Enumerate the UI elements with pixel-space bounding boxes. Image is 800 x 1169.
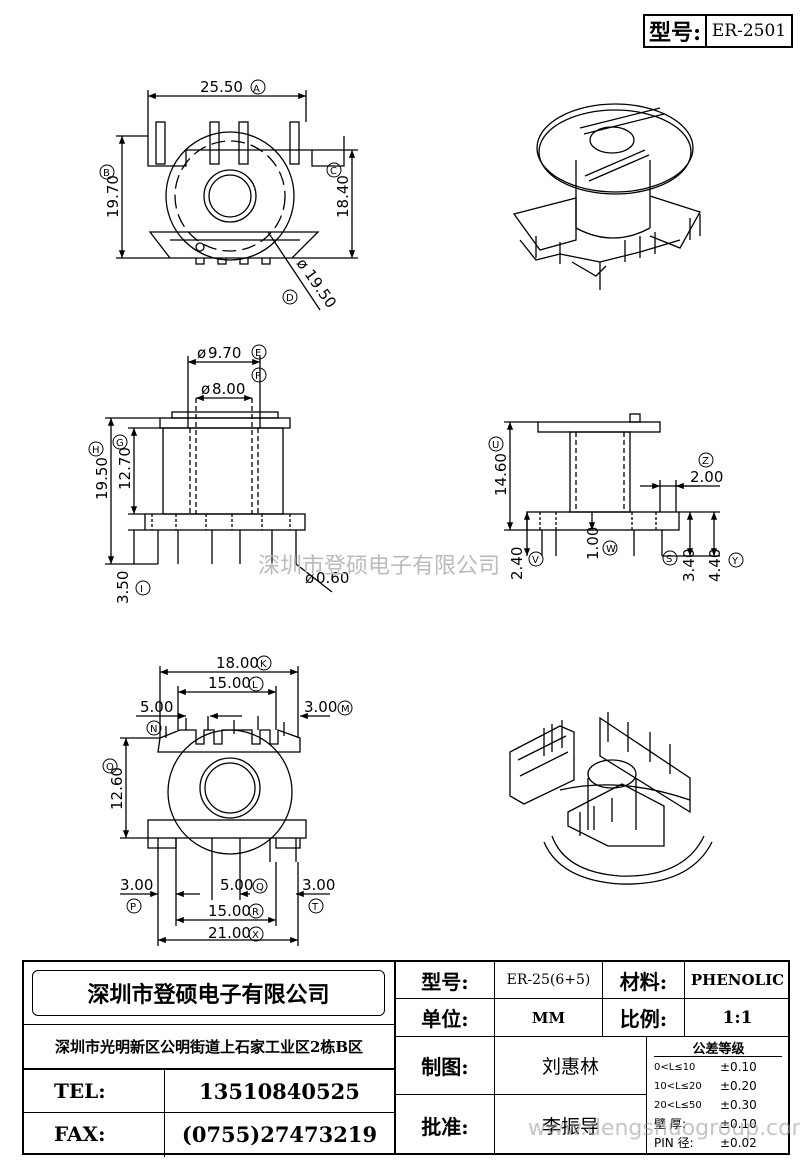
dim-3-50: 3.50 xyxy=(114,571,132,604)
dim-18-00: 18.00 xyxy=(216,654,259,672)
dim-label-q: Q xyxy=(256,882,264,893)
dim-label-t: T xyxy=(311,902,319,913)
dim-25-50: 25.50 xyxy=(200,78,243,96)
dia-symbol-e: ø xyxy=(197,344,206,362)
tol-range-5: PIN 径: xyxy=(654,1136,694,1150)
dim-label-m: M xyxy=(341,704,350,715)
title-block: 深圳市登硕电子有限公司 深圳市光明新区公明街道上石家工业区2栋B区 TEL: 1… xyxy=(22,960,790,1157)
drawn-label: 制图: xyxy=(421,1055,469,1079)
iso-view-lower xyxy=(509,712,713,885)
model-label: 型号: xyxy=(421,969,469,994)
dim-label-a: A xyxy=(253,84,260,95)
dim-label-v: V xyxy=(532,555,539,566)
watermark-company: 深圳市登硕电子有限公司 xyxy=(258,554,501,579)
tol-range-4: 壁 厚: xyxy=(654,1117,686,1131)
dim-3-00-top: 3.00 xyxy=(304,698,337,716)
approved-by: 李振导 xyxy=(541,1115,599,1138)
dim-label-o: O xyxy=(106,762,114,773)
dim-label-r: R xyxy=(252,907,259,918)
header-type-label: 型号: xyxy=(645,16,707,46)
model-value: ER-25(6+5) xyxy=(506,972,591,988)
header-model-box: 型号: ER-2501 xyxy=(643,14,793,48)
fax-label: FAX: xyxy=(54,1122,106,1146)
dim-label-i: I xyxy=(140,584,143,595)
tol-value-2: ±0.20 xyxy=(720,1079,757,1093)
front-view xyxy=(105,356,333,593)
watermark-site: www.dengshuogroup.com xyxy=(528,1116,800,1141)
top-view xyxy=(116,90,358,311)
dim-dia-19-50: 19.50 xyxy=(301,266,340,312)
unit-label: 单位: xyxy=(421,1007,469,1031)
fax-number: (0755)27473219 xyxy=(181,1121,378,1147)
dim-label-s: S xyxy=(666,554,672,565)
iso-view-upper xyxy=(512,103,701,290)
dia-symbol: ø xyxy=(305,569,314,587)
dim-dia-0-60: 0.60 xyxy=(316,569,349,587)
dim-label-b: B xyxy=(103,168,110,179)
drawn-by: 刘惠林 xyxy=(541,1056,599,1078)
dim-label-f: F xyxy=(255,371,261,382)
dim-15-00-bottom: 15.00 xyxy=(208,902,251,920)
tol-range-2: 10<L≤20 xyxy=(654,1081,702,1092)
dim-label-x: X xyxy=(252,930,259,941)
scale-label: 比例: xyxy=(619,1007,668,1031)
dim-label-e: E xyxy=(255,348,261,359)
header-type-value: ER-2501 xyxy=(711,21,787,41)
technical-drawing: 25.50 A 19.70 B 18.40 C 19.50 D 9.70 E 8… xyxy=(88,78,744,946)
dim-label-z: Z xyxy=(702,456,709,467)
tel-label: TEL: xyxy=(54,1079,106,1103)
dim-4-40: 4.40 xyxy=(706,549,724,582)
dim-8-00: 8.00 xyxy=(212,380,245,398)
dim-label-u: U xyxy=(492,440,499,451)
dim-label-n: N xyxy=(150,724,157,735)
dim-5-00-bottom: 5.00 xyxy=(220,876,253,894)
company-name: 深圳市登硕电子有限公司 xyxy=(87,982,330,1008)
dim-3-00-right: 3.00 xyxy=(302,876,335,894)
dim-9-70: 9.70 xyxy=(208,344,241,362)
dim-label-y: Y xyxy=(731,556,739,567)
tel-number: 13510840525 xyxy=(199,1078,360,1104)
dim-21-00: 21.00 xyxy=(208,924,251,942)
dim-12-70: 12.70 xyxy=(116,447,134,490)
dim-3-00-left: 3.00 xyxy=(120,876,153,894)
side-view xyxy=(504,413,720,557)
tol-value-5: ±0.02 xyxy=(720,1136,757,1150)
scale-value: 1:1 xyxy=(722,1007,753,1028)
company-address: 深圳市光明新区公明街道上石家工业区2栋B区 xyxy=(54,1037,364,1056)
tolerance-title: 公差等级 xyxy=(692,1041,745,1057)
unit-value: MM xyxy=(531,1008,566,1027)
dim-3-40: 3.40 xyxy=(680,549,698,582)
dim-label-d: D xyxy=(286,293,294,304)
company-box xyxy=(32,970,385,1016)
dim-12-60: 12.60 xyxy=(108,767,126,810)
tol-value-4: ±0.10 xyxy=(720,1117,757,1131)
approved-label: 批准: xyxy=(421,1114,469,1139)
tolerance-rows: 0<L≤10 ±0.10 10<L≤20 ±0.20 20<L≤50 ±0.30 壁 … xyxy=(654,1058,788,1153)
tol-value-3: ±0.30 xyxy=(720,1098,757,1112)
dim-18-40: 18.40 xyxy=(334,175,352,218)
material-value: PHENOLIC xyxy=(690,971,785,989)
material-label: 材料: xyxy=(619,969,668,994)
dim-label-c: C xyxy=(330,166,337,177)
dim-label-g: G xyxy=(116,438,124,449)
dim-label-k: K xyxy=(260,659,267,670)
dim-label-h: H xyxy=(92,445,100,456)
dim-2-40: 2.40 xyxy=(508,547,526,580)
dim-label-l: L xyxy=(252,680,258,691)
dim-14-60: 14.60 xyxy=(492,453,510,496)
dim-1-00: 1.00 xyxy=(584,527,602,560)
dim-15-00-top: 15.00 xyxy=(208,674,251,692)
dim-19-50: 19.50 xyxy=(93,457,111,500)
dim-label-w: W xyxy=(606,544,616,555)
dim-19-70: 19.70 xyxy=(104,175,122,218)
dim-5-00-top: 5.00 xyxy=(140,698,173,716)
dia-symbol-f: ø xyxy=(201,380,210,398)
bottom-view xyxy=(120,666,330,946)
dim-2-00: 2.00 xyxy=(690,468,723,486)
dim-label-p: P xyxy=(130,902,136,913)
tol-range-1: 0<L≤10 xyxy=(654,1062,696,1073)
tol-value-1: ±0.10 xyxy=(720,1060,757,1074)
tol-range-3: 20<L≤50 xyxy=(654,1100,702,1111)
